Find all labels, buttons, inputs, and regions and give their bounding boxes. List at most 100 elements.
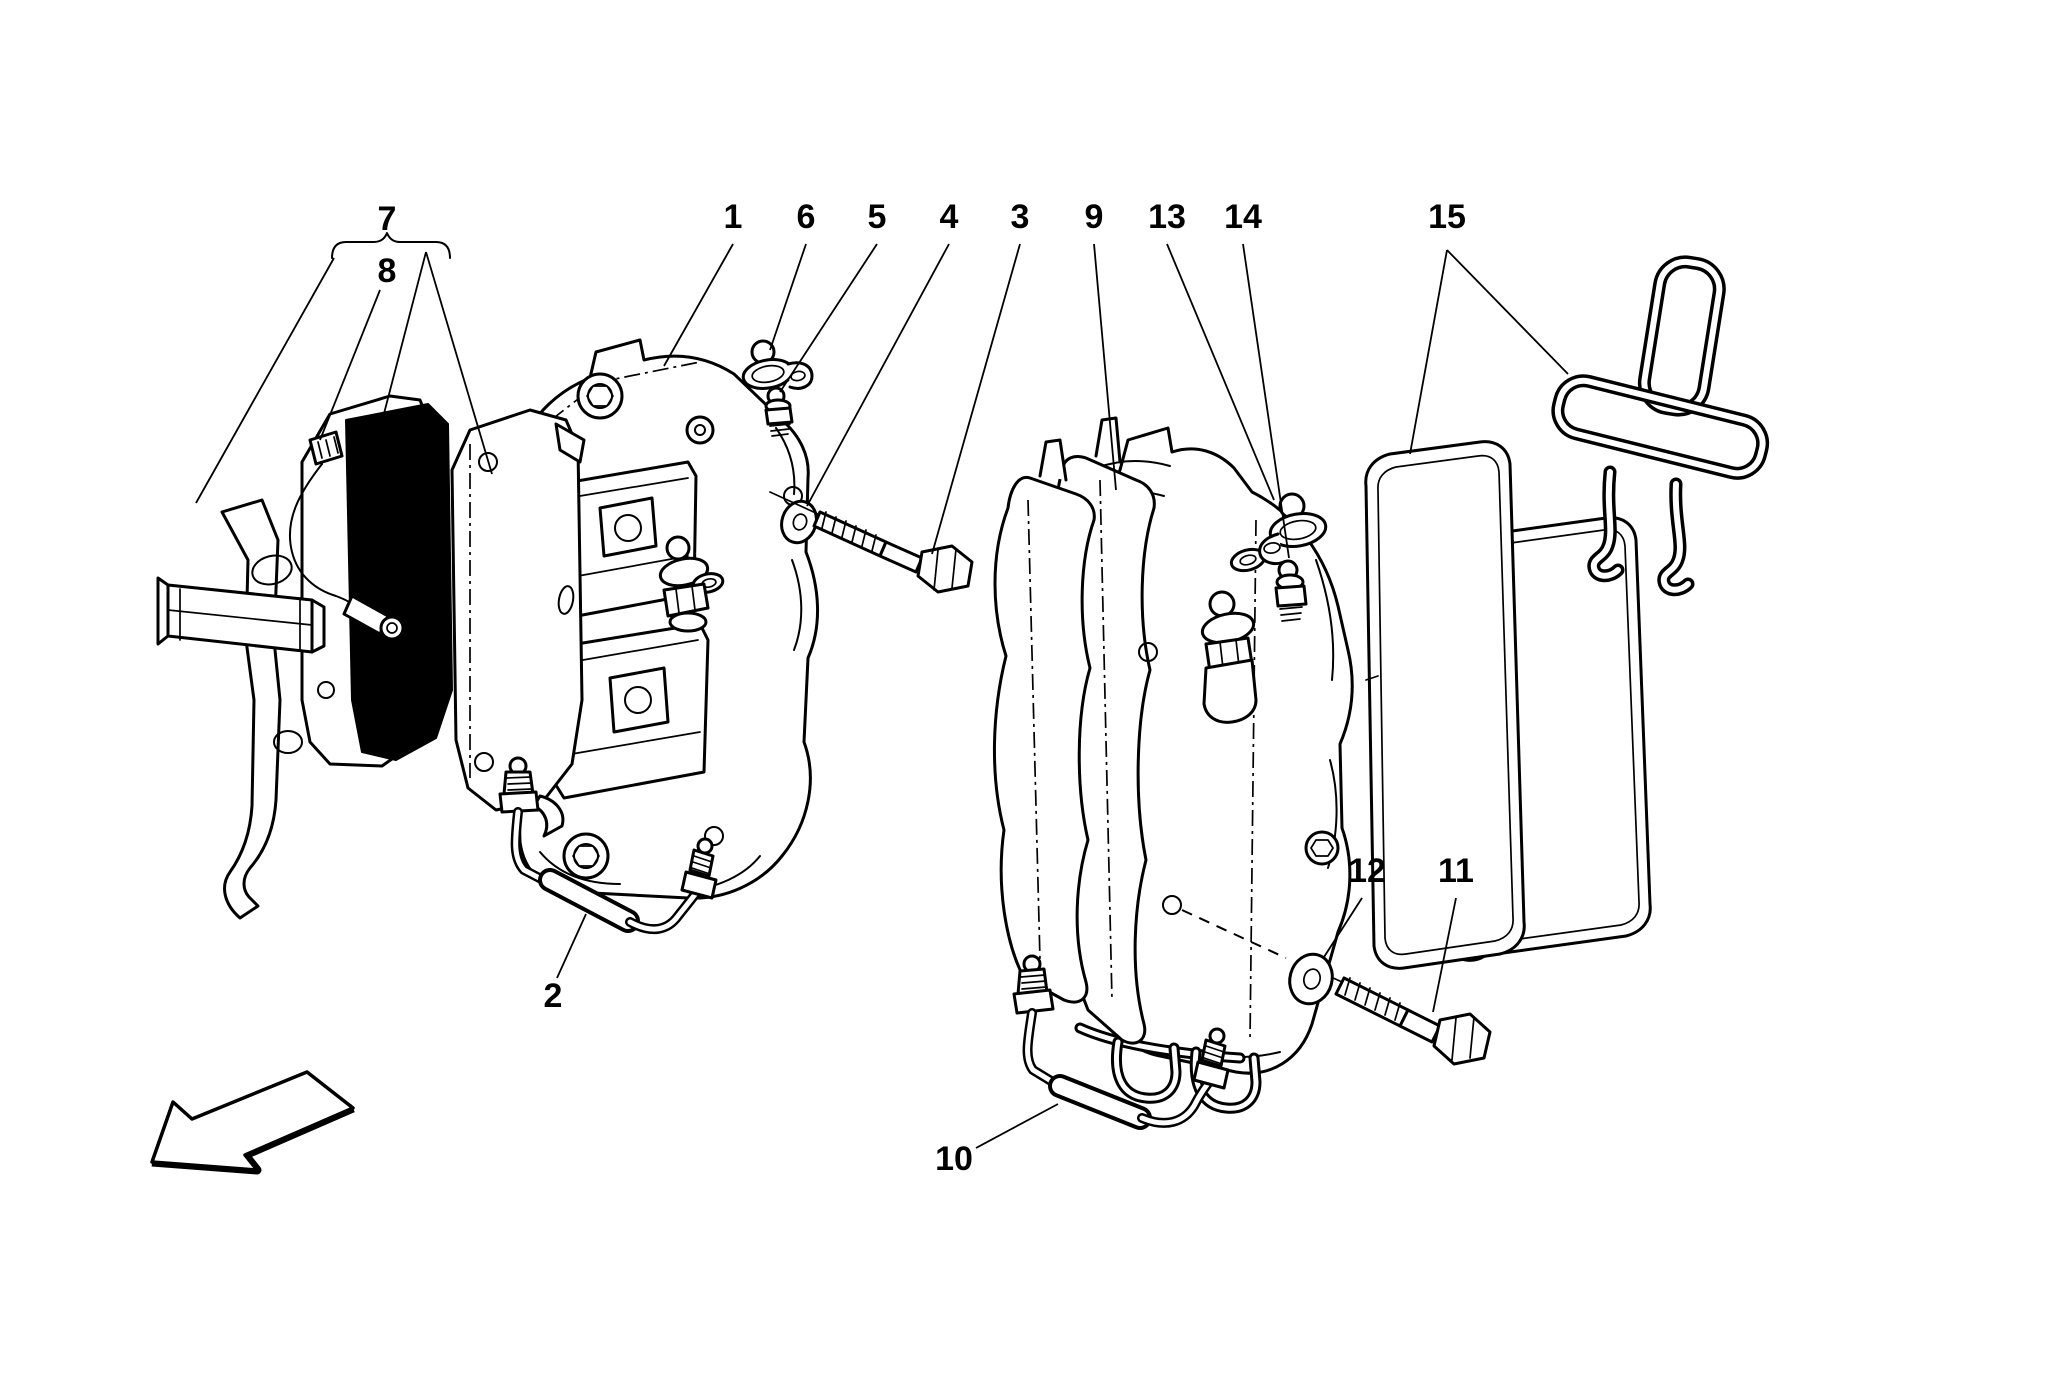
- left-brake-caliper: [505, 338, 820, 900]
- callout-number-2: 2: [544, 977, 563, 1015]
- pad-outer-ear: [554, 422, 586, 464]
- bolt-thread: [1334, 976, 1410, 1028]
- bolt-head: [1432, 1012, 1492, 1066]
- right-brake-pad-inner: [1364, 440, 1526, 970]
- leader-line-1: [663, 243, 734, 367]
- sensor-plug-tip: [379, 615, 405, 641]
- pad-retaining-clip: [156, 498, 326, 920]
- leader-line-7-1: [195, 257, 335, 504]
- callout-number-14: 14: [1224, 198, 1262, 236]
- leader-line-11: [1432, 897, 1457, 1013]
- callout-number-5: 5: [868, 198, 887, 236]
- mounted-bleeder-right: [1200, 547, 1267, 724]
- right-caliper-side-boss: [1304, 830, 1340, 866]
- mounted-bleeder-left: [658, 535, 725, 633]
- callout-number-13: 13: [1148, 198, 1186, 236]
- caliper-mount-hole-lower: [704, 826, 724, 846]
- right-caliper-hole-top: [1138, 642, 1158, 662]
- leader-line-12: [1323, 897, 1363, 958]
- right-caliper-hole-bolt: [1162, 895, 1182, 915]
- pad-outer-hole-bottom: [474, 752, 494, 772]
- sensor-plug-tip-bore: [386, 622, 398, 634]
- pad-spring-clip: [1551, 255, 1770, 597]
- callout-number-4: 4: [940, 198, 959, 236]
- leader-line-2: [556, 913, 587, 979]
- callout-number-7: 7: [378, 200, 397, 238]
- callout-group-bracket: [331, 232, 451, 259]
- caliper-bolt-left: [812, 510, 974, 594]
- clip-crossbar-ribs: [167, 588, 313, 651]
- pad-outer-hook: [532, 794, 565, 838]
- pad-outer-hole-top: [478, 452, 498, 472]
- callout-number-8: 8: [378, 252, 397, 290]
- bolt-shank: [1398, 1008, 1442, 1044]
- leader-line-13: [1166, 243, 1275, 501]
- leader-line-6: [769, 243, 807, 351]
- bolt-axis-dashed: [1181, 909, 1287, 959]
- brake-pipe-right: [1012, 954, 1230, 1130]
- caliper-edge-contour: [539, 427, 803, 891]
- clip-crossbar-flange-right: [310, 598, 326, 654]
- pad-outer-slot: [557, 585, 575, 615]
- washer-left: [780, 499, 818, 545]
- sensor-wire: [288, 463, 357, 608]
- callout-number-6: 6: [797, 198, 816, 236]
- pad-plate-lower: [608, 666, 670, 734]
- leader-line-8: [319, 289, 381, 441]
- left-brake-pad-outer: [450, 408, 586, 838]
- leader-line-7-3: [425, 251, 493, 475]
- bleed-screw-left: [764, 386, 794, 437]
- leader-line-5: [779, 243, 878, 393]
- callout-number-1: 1: [724, 198, 743, 236]
- callout-number-11: 11: [1438, 852, 1474, 890]
- pipe-left-fitting-a-nut: [498, 790, 540, 814]
- callout-number-9: 9: [1085, 198, 1104, 236]
- pipe-left-fitting-b-nut: [680, 870, 718, 900]
- bolt-axis-left: [769, 491, 819, 515]
- bolt-head: [916, 544, 974, 594]
- leader-line-14: [1242, 243, 1290, 559]
- pad-outer-backplate: [450, 408, 584, 812]
- window-lower-slats: [559, 639, 701, 757]
- direction-arrow-outline: [150, 1070, 355, 1172]
- clip-crossbar-flange-left: [156, 576, 170, 646]
- pad-plate-upper: [598, 496, 658, 558]
- caliper-cap-small: [685, 415, 715, 445]
- callout-number-12: 12: [1348, 852, 1386, 890]
- washer-right: [1288, 952, 1334, 1006]
- callout-number-10: 10: [935, 1140, 973, 1178]
- leader-line-15-2: [1446, 249, 1569, 375]
- attached-pad-front: [993, 438, 1096, 1004]
- pad-plate-upper-hole: [614, 514, 642, 542]
- bleed-screw-right: [1274, 559, 1308, 622]
- sensor-connector-pins: [317, 436, 339, 459]
- bleeder-cap-left: [741, 339, 814, 390]
- sensor-plug-body: [342, 594, 390, 636]
- socket-screw-bottom: [562, 832, 610, 880]
- pad-inner-hole-bottom: [317, 681, 335, 699]
- leader-line-15-1: [1409, 249, 1448, 455]
- caliper-bolt-right: [1334, 976, 1492, 1066]
- callout-number-3: 3: [1011, 198, 1030, 236]
- pipe-left-fitting-b-tip: [696, 837, 714, 855]
- bolt-shank: [878, 540, 924, 574]
- clip-hole-bottom: [273, 730, 303, 754]
- direction-arrow: [150, 1070, 355, 1175]
- left-brake-pad-inner: [300, 394, 453, 768]
- attached-pad-front-pin: [1038, 438, 1068, 482]
- pad-inner-friction-material: [345, 403, 453, 761]
- leader-line-10: [975, 1103, 1059, 1149]
- leader-line-9: [1093, 243, 1117, 491]
- right-brake-caliper-assembly: [993, 416, 1354, 1114]
- clip-strap: [220, 498, 282, 920]
- clip-crossbar: [166, 583, 314, 654]
- clip-hole-top: [251, 554, 293, 586]
- leader-line-4: [806, 243, 950, 507]
- callout-number-15: 15: [1428, 198, 1466, 236]
- pad-edge-step: [1365, 675, 1379, 681]
- leader-line-3: [931, 243, 1021, 555]
- caliper-cap-small-center: [694, 424, 706, 436]
- pipe-right-fitting-b-tip: [1208, 1027, 1226, 1045]
